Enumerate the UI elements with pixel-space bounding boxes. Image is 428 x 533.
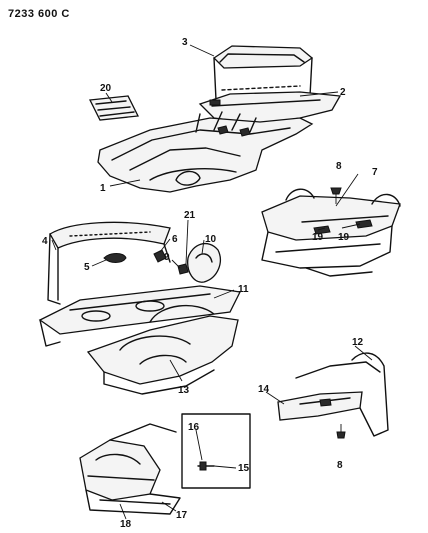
callout-15: 15 xyxy=(238,463,250,474)
callout-8-lower: 8 xyxy=(337,460,343,471)
callout-7: 7 xyxy=(372,167,378,178)
document-number: 7233 600 C xyxy=(8,8,70,20)
floor-mat xyxy=(88,95,140,121)
callout-17: 17 xyxy=(176,510,188,521)
callout-3: 3 xyxy=(182,37,188,48)
quarter-trim-panel xyxy=(277,352,389,437)
trunk-floor xyxy=(86,304,239,395)
callout-8-upper: 8 xyxy=(336,161,342,172)
seat-back-trim-panel xyxy=(261,188,401,277)
callout-6: 6 xyxy=(172,234,178,245)
callout-19-left: 19 xyxy=(312,232,324,243)
callout-1: 1 xyxy=(100,183,106,194)
callout-16: 16 xyxy=(188,422,200,433)
callout-21: 21 xyxy=(184,210,196,221)
leader-lines xyxy=(51,44,373,520)
rear-window-trim xyxy=(47,221,171,305)
clip-6 xyxy=(153,249,167,263)
callout-13: 13 xyxy=(178,385,190,396)
callout-5: 5 xyxy=(84,262,90,273)
clip-9 xyxy=(177,263,189,275)
callout-18: 18 xyxy=(120,519,132,530)
detail-inset xyxy=(181,413,251,489)
fastener-8-lower xyxy=(336,424,346,439)
wheelhouse-cover xyxy=(187,242,221,283)
callout-9-left: 9 xyxy=(164,252,170,263)
callout-2: 2 xyxy=(340,87,346,98)
callout-20: 20 xyxy=(100,83,112,94)
clip-5 xyxy=(103,253,127,263)
lower-quarter-assembly xyxy=(79,423,181,515)
rear-shelf-panel xyxy=(38,285,241,347)
callout-12: 12 xyxy=(352,337,364,348)
floor-carpet-main xyxy=(97,111,314,193)
callout-14: 14 xyxy=(258,384,270,395)
callout-4: 4 xyxy=(42,236,48,247)
callout-19-right: 19 xyxy=(338,232,350,243)
callout-11: 11 xyxy=(238,284,249,295)
fastener-8-upper xyxy=(330,187,342,204)
cargo-box-cover xyxy=(212,45,314,101)
callout-10: 10 xyxy=(205,234,217,245)
